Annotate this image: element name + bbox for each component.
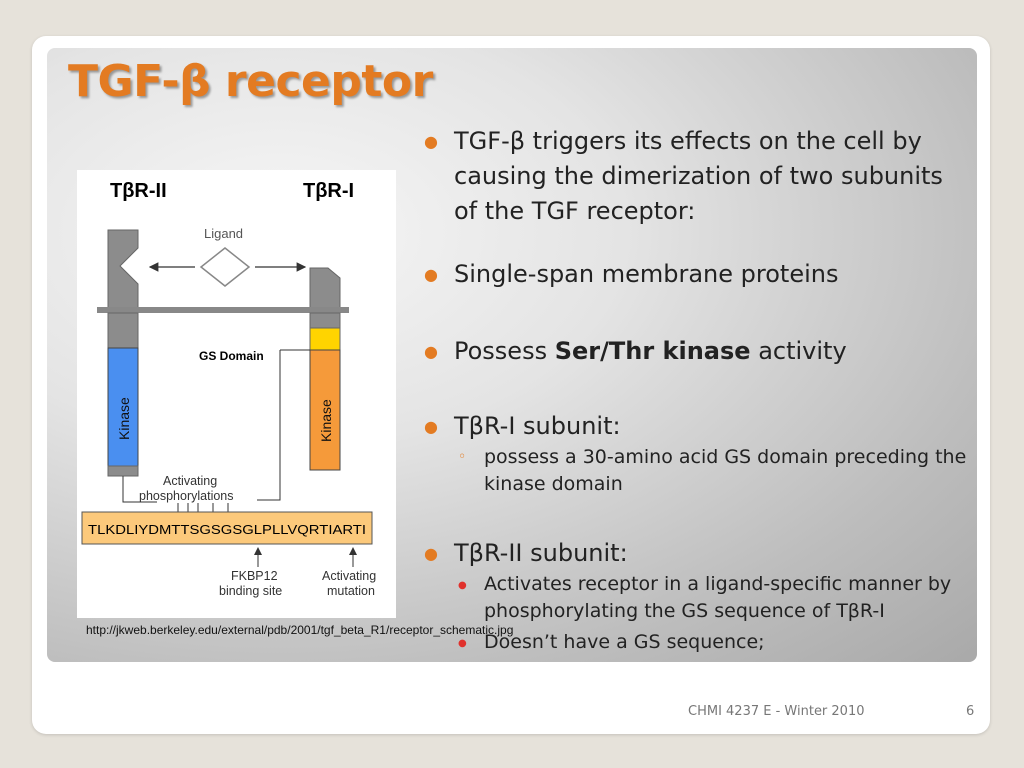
sub-bullet-text: Activates receptor in a ligand-specific … [484, 573, 952, 622]
bullet-dot-icon: ● [424, 132, 438, 151]
page-number: 6 [966, 704, 975, 719]
bullet-item: ● Single-span membrane proteins [424, 257, 969, 292]
bullet-text: Single-span membrane proteins [454, 260, 839, 288]
tbr1-kinase-label: Kinase [318, 399, 334, 442]
bullet-dot-icon: ● [424, 265, 438, 284]
cell-membrane [97, 307, 349, 313]
fkbp12-label: FKBP12 [231, 569, 278, 583]
tbr1-juxtamembrane [309, 312, 341, 329]
sub-bullet-text: possess a 30-amino acid GS domain preced… [484, 446, 967, 495]
ligand-label: Ligand [204, 226, 243, 241]
bullet-item: ● TβR-I subunit: [424, 409, 969, 444]
tbr2-juxtamembrane [107, 312, 139, 349]
tbr2-connector [122, 476, 157, 503]
gs-domain-label: GS Domain [199, 349, 264, 363]
bullet-text: TβR-I subunit: [454, 412, 621, 440]
bullet-text: Possess [454, 337, 555, 365]
activating-mutation-label: Activating [322, 569, 376, 583]
sub-bullet-item: ● Doesn’t have a GS sequence; [424, 629, 969, 656]
bullet-text: TβR-II subunit: [454, 539, 628, 567]
receptor-schematic-figure: TβR-II TβR-I Ligand Kinase Kinase GS Dom… [77, 170, 396, 618]
tbr2-label: TβR-II [110, 180, 167, 202]
sub-bullet-dot-icon: ● [458, 638, 467, 649]
tbr2-tail [107, 465, 139, 477]
bullet-dot-icon: ● [424, 417, 438, 436]
bullet-text: activity [750, 337, 847, 365]
binding-site-label: binding site [219, 584, 282, 598]
tbr2-kinase-label: Kinase [116, 397, 132, 440]
slide-title: TGF-β receptor [68, 56, 433, 107]
tbr1-kinase-domain [309, 349, 341, 471]
footer-text: CHMI 4237 E - Winter 2010 [688, 704, 865, 719]
bullet-dot-icon: ● [424, 544, 438, 563]
activating-label: Activating [163, 474, 217, 488]
gs-sequence-box [81, 511, 373, 545]
bullet-item: ● TGF-β triggers its effects on the cell… [424, 124, 969, 229]
bullet-list: ● TGF-β triggers its effects on the cell… [424, 124, 969, 656]
sub-bullet-dot-icon: ● [458, 580, 467, 591]
tbr2-kinase-domain [107, 347, 139, 467]
bullet-dot-icon: ● [424, 342, 438, 361]
sub-bullet-text: Doesn’t have a GS sequence; [484, 631, 765, 653]
figure-caption-url[interactable]: http://jkweb.berkeley.edu/external/pdb/2… [86, 623, 514, 637]
bullet-item: ● TβR-II subunit: [424, 536, 969, 571]
gs-domain-connector [257, 350, 281, 501]
phosphorylations-label: phosphorylations [139, 489, 234, 503]
sub-bullet-item: ● Activates receptor in a ligand-specifi… [424, 571, 969, 625]
tbr1-label: TβR-I [303, 180, 354, 202]
receptor-schematic-svg: TβR-II TβR-I Ligand Kinase Kinase GS Dom… [81, 180, 376, 598]
mutation-label: mutation [327, 584, 375, 598]
sub-bullet-circle-icon: ◦ [458, 449, 467, 465]
sub-bullet-item: ◦ possess a 30-amino acid GS domain prec… [424, 444, 969, 498]
bullet-text: TGF-β triggers its effects on the cell b… [454, 127, 943, 225]
gs-domain-block [309, 327, 341, 351]
bullet-item: ● Possess Ser/Thr kinase activity [424, 334, 969, 369]
bullet-bold-text: Ser/Thr kinase [554, 337, 751, 365]
ligand-diamond [199, 247, 251, 287]
gs-sequence-text: TLKDLIYDMTTSGSGSGLPLLVQRTIARTI [88, 523, 366, 537]
